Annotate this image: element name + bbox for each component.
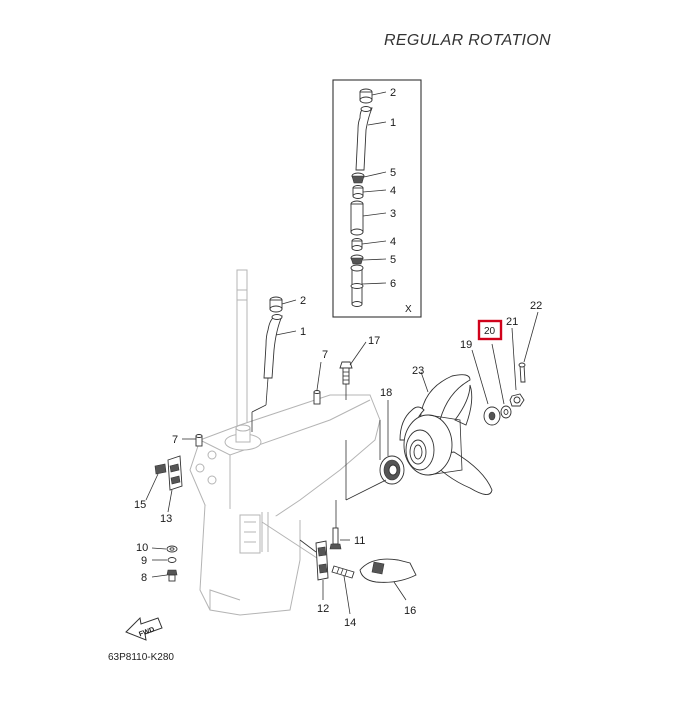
anode-plate-part[interactable] [167,455,183,513]
callout-13[interactable]: 13 [160,513,172,525]
leader-lines [251,377,387,553]
inset-water-tube-part[interactable] [355,106,387,171]
inset-label: X [405,304,412,315]
callout-20-highlight [477,319,503,341]
callout-1-inset[interactable]: 1 [390,117,396,129]
small-bolt-part[interactable] [151,569,178,582]
dowel-pin-part[interactable] [182,434,203,447]
callout-18[interactable]: 18 [380,387,392,399]
inset-parts [350,88,387,307]
callout-16[interactable]: 16 [404,605,416,617]
inset-seal-part[interactable] [351,238,387,251]
forward-arrow-icon: FWD [125,616,163,641]
callout-4-inset-lower[interactable]: 4 [390,236,396,248]
bolt-part[interactable] [339,341,367,385]
callout-11[interactable]: 11 [354,535,365,547]
callout-6-inset[interactable]: 6 [390,278,396,290]
dowel-pin-part[interactable] [313,361,322,405]
drawing-code: 63P8110-K280 [108,652,174,663]
lock-washer-part[interactable] [152,557,177,563]
callout-20[interactable]: 20 [484,326,496,337]
inset-box: X [332,79,422,318]
callout-2-main[interactable]: 2 [300,295,306,307]
lower-casing-ghost [189,269,381,616]
seal-part[interactable] [269,296,297,313]
callout-7-upper[interactable]: 7 [322,349,328,361]
anode-part[interactable] [315,540,329,600]
callout-2-inset[interactable]: 2 [390,87,396,99]
inset-seal-part[interactable] [359,88,387,104]
callout-21[interactable]: 21 [506,316,518,328]
callout-5-inset-lower[interactable]: 5 [390,254,396,266]
callout-22[interactable]: 22 [530,300,542,312]
propeller-part[interactable] [399,371,493,495]
callout-10[interactable]: 10 [136,542,148,554]
callout-8[interactable]: 8 [141,572,147,584]
prop-nut-part[interactable] [509,327,525,407]
callout-9[interactable]: 9 [141,555,147,567]
anode-bolt-part[interactable] [331,565,355,615]
inset-grommet-part[interactable] [350,254,387,265]
inset-seal-part[interactable] [352,185,387,199]
callout-1-main[interactable]: 1 [300,326,306,338]
callout-12[interactable]: 12 [317,603,329,615]
water-tube-part[interactable] [263,314,297,379]
trim-tab-bolt-part[interactable] [329,527,350,550]
washer-part[interactable] [151,545,178,553]
callout-14[interactable]: 14 [344,617,356,629]
callout-5-inset-upper[interactable]: 5 [390,167,396,179]
callout-23[interactable]: 23 [412,365,424,377]
inset-pipe-part[interactable] [350,264,387,307]
callout-4-inset-upper[interactable]: 4 [390,185,396,197]
prop-washer-part[interactable] [471,349,501,426]
cotter-pin-part[interactable] [518,311,539,383]
trim-tab-part[interactable] [359,558,417,601]
nut-part[interactable] [145,463,167,501]
callout-17[interactable]: 17 [368,335,380,347]
callout-19[interactable]: 19 [460,339,472,351]
callout-15[interactable]: 15 [134,499,146,511]
thrust-washer-part[interactable] [379,400,405,485]
inset-grommet-part[interactable] [351,171,387,184]
spacer-part[interactable] [491,343,512,419]
diagram-title: REGULAR ROTATION [384,32,551,49]
callout-7-left[interactable]: 7 [172,434,178,446]
callout-3-inset[interactable]: 3 [390,208,396,220]
inset-sleeve-part[interactable] [350,200,387,236]
callout-labels: 2 1 5 4 3 4 5 6 2 1 7 17 18 23 19 20 21 … [134,87,542,629]
